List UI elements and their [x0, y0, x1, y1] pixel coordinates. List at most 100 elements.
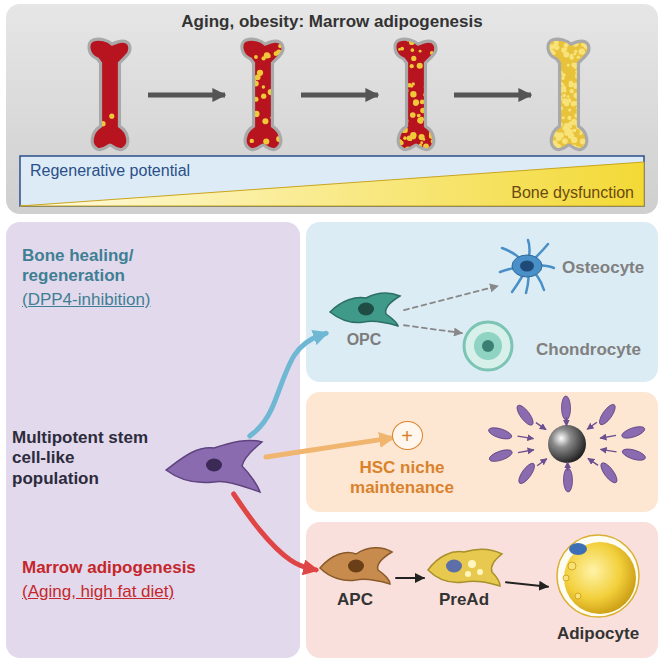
fat-dot	[257, 70, 263, 76]
fat-dot	[393, 107, 397, 111]
connector-arrow	[250, 333, 326, 436]
fat-dot	[430, 100, 434, 104]
node-text: (Aging, high fat diet)	[22, 582, 232, 602]
fat-dot	[264, 52, 270, 58]
fat-dot	[571, 101, 576, 106]
fat-dot	[574, 65, 578, 69]
fat-dot	[547, 68, 552, 73]
fat-dot	[420, 100, 425, 105]
cell-body	[474, 332, 502, 360]
fat-dot	[417, 63, 423, 69]
connector-arrow	[506, 582, 548, 586]
stem-panel	[6, 222, 300, 658]
fat-dot	[410, 112, 416, 118]
node-text: Adipocyte	[548, 624, 648, 644]
bone-panel	[306, 222, 658, 382]
fat-dot	[413, 100, 418, 105]
niche-cell	[488, 447, 514, 463]
fat-dot	[398, 61, 403, 66]
node-text: Multipotent stem cell-like population	[12, 428, 158, 489]
preadipocyte-cell: PreAd	[424, 542, 506, 614]
cell-body	[512, 255, 542, 277]
niche-label: HSC niche maintenance	[322, 458, 484, 504]
niche-cell	[514, 403, 536, 428]
fat-dot	[579, 49, 585, 55]
fat-dot	[419, 117, 424, 122]
fat-dot	[547, 149, 551, 153]
cell-body	[428, 549, 502, 586]
node-text: PreAd	[424, 590, 504, 610]
fat-dot	[243, 149, 247, 153]
fat-dot	[569, 129, 573, 133]
fat-dot	[427, 75, 432, 80]
fat-dot	[587, 73, 590, 76]
fat-dot	[263, 138, 269, 144]
fat-dot	[550, 75, 555, 80]
bone-3	[393, 37, 439, 153]
fat-dot	[548, 124, 552, 128]
fat-dot	[568, 133, 574, 139]
progress-arrow	[301, 93, 378, 98]
fat-dot	[561, 73, 565, 77]
connector-arrow	[234, 494, 316, 570]
fat-dot	[551, 63, 555, 67]
fat-dot	[568, 83, 573, 88]
stem-cell-panel: Bone healing/ regeneration(DPP4-inhibiti…	[6, 222, 300, 658]
fat-dot	[564, 123, 570, 129]
drawing-part	[89, 39, 130, 149]
cell-nucleus	[206, 459, 222, 472]
fat-dot	[588, 99, 591, 102]
adipocyte-cell: Adipocyte	[548, 532, 650, 652]
fat-dot	[563, 52, 569, 58]
fat-dot	[568, 108, 571, 111]
fat-dot	[426, 103, 432, 109]
apc-cell: APC	[316, 542, 396, 614]
fat-dot	[554, 65, 558, 69]
stem-cell-drawing	[162, 436, 266, 494]
fat-dot	[431, 124, 437, 130]
fat-dot	[410, 64, 414, 68]
fat-dot	[570, 56, 574, 60]
fat-dot	[562, 138, 568, 144]
fat-dot	[550, 70, 554, 74]
yellow-wedge	[20, 162, 644, 206]
drawing-part	[242, 39, 283, 149]
bone-2	[241, 39, 284, 152]
node-text: OPC	[326, 330, 402, 349]
fat-dot	[434, 78, 437, 81]
fat-dot	[551, 60, 555, 64]
niche-cell	[516, 461, 537, 486]
node-text: Osteocyte	[562, 258, 652, 278]
connector-arrow	[396, 577, 424, 579]
fat-dot	[261, 94, 266, 99]
bar-outline	[20, 156, 644, 206]
fat-dot	[563, 47, 567, 51]
niche-cell	[487, 426, 513, 442]
cell-nucleus	[482, 340, 494, 352]
lipid-droplet	[477, 569, 483, 575]
fat-dot	[244, 84, 247, 87]
fat-dot	[586, 71, 592, 77]
fat-dot	[402, 110, 405, 113]
opc-cell: OPC	[326, 288, 404, 352]
fat-dot	[121, 65, 125, 69]
chondrocyte-cell: Chondrocyte	[462, 318, 654, 374]
fat-dot	[276, 108, 281, 113]
cell-matrix	[464, 322, 512, 370]
node-text: (DPP4-inhibition)	[22, 290, 202, 310]
fat-dot	[417, 118, 423, 124]
inward-arrow	[566, 417, 568, 426]
fat-dot	[278, 114, 283, 119]
inward-arrow	[518, 450, 534, 453]
node-text: Chondrocyte	[536, 340, 652, 360]
fat-dot	[410, 91, 416, 97]
lipid-droplet	[564, 542, 636, 614]
fat-dot	[109, 114, 114, 119]
fat-dot	[569, 55, 573, 59]
drawing-part	[548, 39, 589, 149]
lipid-droplet	[468, 560, 476, 568]
fat-dot	[577, 56, 580, 59]
hsc-sphere	[548, 425, 586, 463]
progress-arrow	[148, 93, 225, 98]
fat-dot	[572, 119, 575, 122]
